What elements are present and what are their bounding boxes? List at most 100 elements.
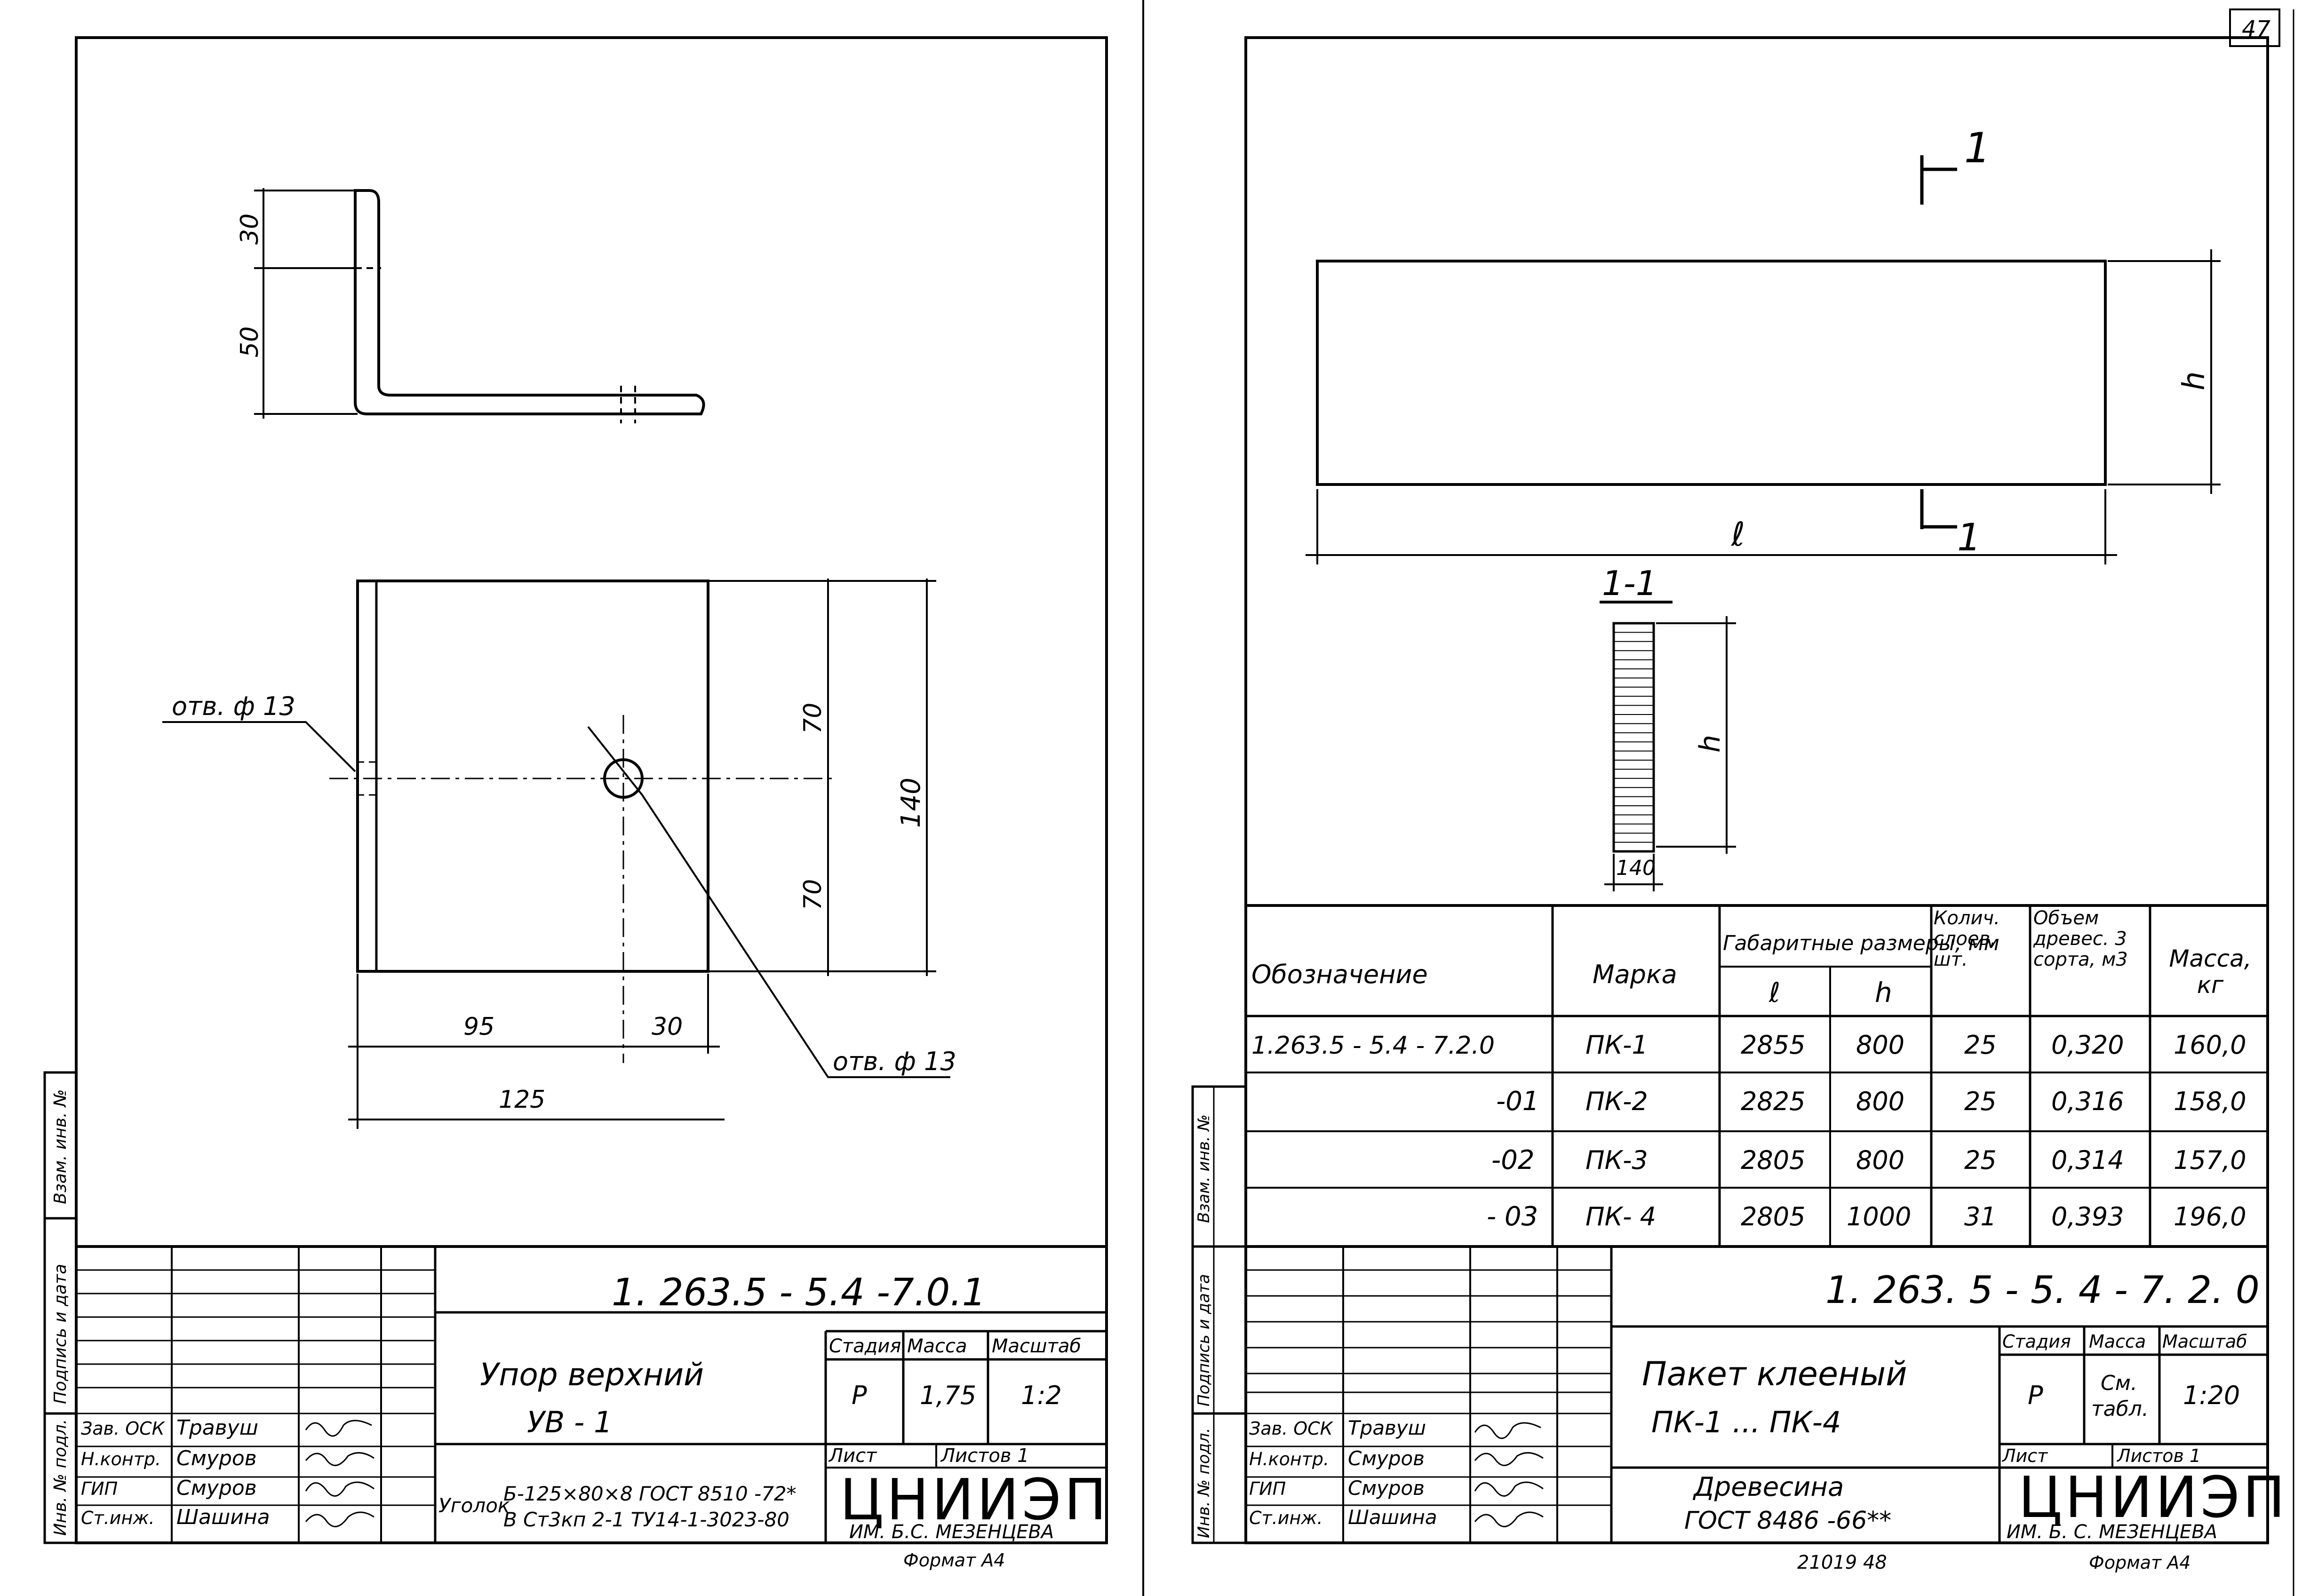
table-row-4-mark: ПК- 4 [1585,1202,1656,1231]
left-part-name-1: Упор верхний [480,1357,704,1393]
table-row-1-volume: 0,320 [2051,1030,2124,1060]
dim-h-section: h [1694,735,1727,753]
right-designation: 1. 263. 5 - 5. 4 - 7. 2. 0 [1825,1268,2260,1312]
dim-70-upper: 70 [799,703,827,734]
left-stage-value: Р [852,1381,867,1410]
r-name-4: Шашина [1348,1506,1437,1529]
right-org-sub: ИМ. Б. С. МЕЗЕНЦЕВА [2007,1521,2217,1543]
th-h: h [1875,977,1892,1008]
right-material-line2: ГОСТ 8486 -66** [1684,1507,1891,1535]
role-stinzh: Ст.инж. [81,1508,155,1528]
signatures [305,1420,374,1527]
right-part-name-1: Пакет клееный [1642,1355,1907,1393]
left-part-name-2: УВ - 1 [527,1405,613,1439]
left-frame [75,36,1108,1544]
section-hatch [1614,632,1654,843]
left-sheet-label: Лист [828,1445,877,1467]
table-row-4-designation: - 03 [1487,1201,1538,1232]
role-zav: Зав. ОСК [81,1418,166,1439]
left-title-block: Зав. ОСК Н.контр. ГИП Ст.инж. Травуш Сму… [76,1245,1107,1571]
left-stage-label: Стадия [829,1335,901,1357]
dim-125: 125 [499,1086,545,1114]
name-2: Смуров [176,1446,257,1470]
table-row-3-l: 2805 [1741,1145,1805,1175]
table-row-1-mass: 160,0 [2174,1030,2246,1060]
page-number: 47 [2242,16,2271,42]
table-row-4-layers: 31 [1964,1202,1997,1231]
right-part-name-2: ПК-1 ... ПК-4 [1651,1405,1841,1439]
dim-50: 50 [236,326,264,357]
dim-70-lower: 70 [799,879,827,910]
right-margin-label-vzam: Взам. инв. № [1195,1114,1213,1223]
right-title-block: Зав. ОСК Н.контр. ГИП Ст.инж. Травуш Сму… [1246,1247,2288,1573]
dim-30-top: 30 [236,214,264,245]
table-row-2-mark: ПК-2 [1585,1087,1648,1116]
name-1: Травуш [176,1416,258,1440]
left-material-line1: Б-125×80×8 ГОСТ 8510 -72* [503,1482,797,1505]
table-row-3-layers: 25 [1964,1145,1997,1175]
table-row-1-l: 2855 [1741,1030,1805,1060]
margin-label-vzam: Взам. инв. № [51,1089,70,1204]
table-row-3-mark: ПК-3 [1585,1145,1648,1175]
hole-label-left: отв. ф 13 [172,691,295,721]
right-stage-value: Р [2028,1381,2043,1410]
table-row-2-layers: 25 [1964,1087,1997,1116]
right-sheet-label: Лист [2001,1445,2048,1466]
spec-table: Обозначение Марка Габаритные размеры, мм… [1246,904,2268,1248]
dim-140-section: 140 [1616,856,1656,880]
name-4: Шашина [176,1505,270,1529]
table-row-4-mass: 196,0 [2174,1202,2246,1231]
table-row-3-h: 800 [1856,1145,1904,1175]
left-designation: 1. 263.5 - 5.4 -7.0.1 [612,1270,986,1314]
section-mark-top: 1 [1964,124,1991,172]
r-role-gip: ГИП [1249,1478,1286,1499]
dim-95: 95 [463,1013,494,1041]
r-name-2: Смуров [1348,1447,1425,1470]
r-name-3: Смуров [1348,1477,1425,1500]
right-mass-value-2: табл. [2091,1397,2149,1421]
table-row-2-l: 2825 [1741,1087,1805,1116]
left-format: Формат А4 [903,1550,1005,1571]
bottom-number: 21019 48 [1797,1552,1887,1573]
name-3: Смуров [176,1476,257,1500]
right-margin-label-podpis: Подпись и дата [1195,1274,1213,1406]
right-margin-label-inv: Инв. № подл. [1195,1428,1213,1538]
left-mass-label: Масса [907,1335,967,1357]
table-row-3-volume: 0,314 [2051,1145,2124,1175]
th-overall: Габаритные размеры, мм [1723,931,1999,955]
right-sheet: 47 Взам. инв. № Подпись и дата Инв. № по… [1191,8,2294,1596]
th-volume: Объем древес. 3 сорта, м3 [2033,908,2128,970]
left-material-line2: В Ст3кп 2-1 ТУ14-1-3023-80 [503,1508,789,1531]
left-scale-value: 1:2 [1021,1381,1062,1410]
role-nkontr: Н.контр. [81,1449,161,1469]
table-row-1-designation: 1.263.5 - 5.4 - 7.2.0 [1251,1032,1495,1060]
r-role-nkontr: Н.контр. [1249,1449,1329,1469]
table-row-2-h: 800 [1856,1087,1904,1116]
right-stage-label: Стадия [2002,1331,2071,1352]
r-name-1: Травуш [1348,1416,1426,1439]
left-sheets-label: Листов 1 [940,1445,1029,1467]
page-number-box [2229,8,2280,47]
dim-h-main: h [2177,371,2212,390]
right-frame [1244,36,2269,1544]
right-material-line1: Древесина [1692,1472,1844,1502]
right-scale-value: 1:20 [2183,1381,2240,1410]
r-role-stinzh: Ст.инж. [1249,1508,1323,1528]
right-sheets-label: Листов 1 [2116,1445,2201,1466]
table-row-4-l: 2805 [1741,1202,1805,1231]
table-row-2-volume: 0,316 [2051,1087,2124,1116]
r-role-zav: Зав. ОСК [1249,1418,1334,1439]
right-scale-label: Масштаб [2162,1331,2247,1352]
angle-plan-view: отв. ф 13 отв. ф 13 70 70 140 95 30 125 [162,579,956,1129]
left-material-prefix: Уголок [438,1494,510,1517]
role-gip: ГИП [81,1478,118,1499]
th-layers: Колич. слоев, шт. [1934,908,2000,970]
r-signatures [1474,1422,1544,1527]
right-mass-label: Масса [2089,1331,2146,1352]
dim-l: ℓ [1731,515,1745,554]
table-row-3-designation: -02 [1491,1145,1534,1175]
table-row-2-designation: -01 [1496,1086,1539,1117]
table-row-3-mass: 157,0 [2174,1145,2246,1175]
right-org-logo: ЦНИИЭП [2018,1465,2288,1531]
